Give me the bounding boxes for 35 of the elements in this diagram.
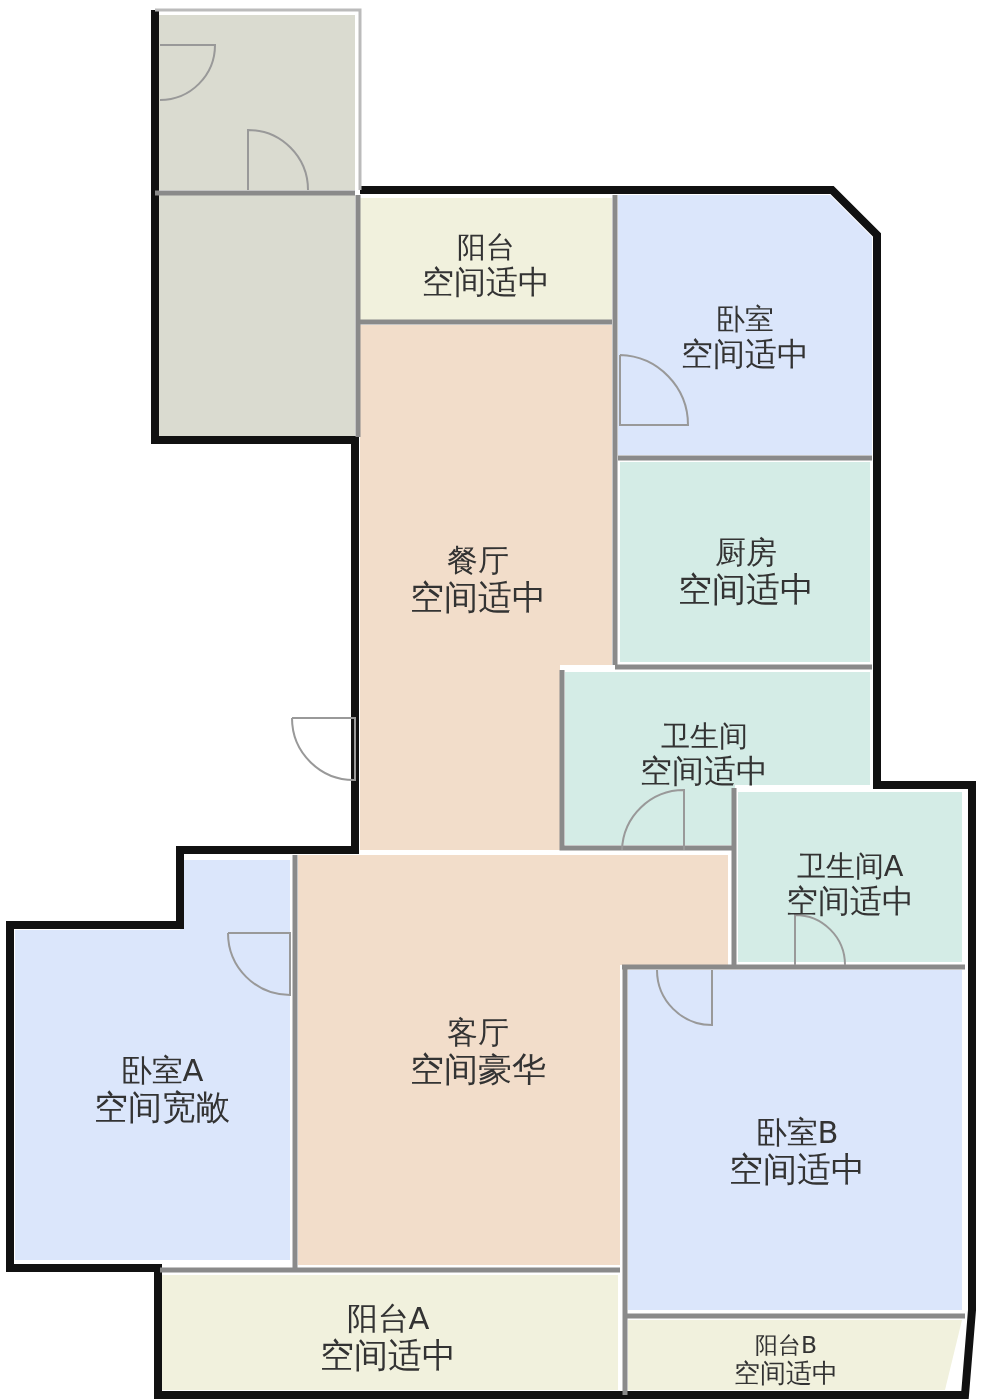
- room-description: 空间适中: [786, 883, 914, 920]
- room-name: 卧室: [715, 303, 775, 337]
- room-description: 空间适中: [422, 264, 550, 301]
- room-name: 卫生间: [659, 720, 749, 754]
- room-description: 空间适中: [678, 570, 814, 610]
- room-description: 空间适中: [640, 753, 768, 790]
- room-name: 卧室B: [754, 1114, 840, 1151]
- room-name: 餐厅: [446, 542, 510, 579]
- room-area: [360, 325, 612, 850]
- room-description: 空间宽敞: [94, 1088, 230, 1128]
- room-area: [158, 195, 355, 437]
- room-name: 阳台: [456, 231, 516, 265]
- room-area: [15, 860, 290, 1260]
- room-area: [162, 1275, 618, 1390]
- room-area: [628, 1320, 962, 1390]
- room-description: 空间适中: [320, 1336, 456, 1376]
- room-description: 空间适中: [729, 1150, 865, 1190]
- room-area: [360, 198, 612, 320]
- room-name: 客厅: [446, 1014, 510, 1051]
- room-description: 空间适中: [734, 1358, 838, 1389]
- room-area: [738, 792, 962, 962]
- room-area: [298, 855, 728, 1265]
- room-description: 空间适中: [681, 336, 809, 373]
- room-area: [565, 672, 870, 845]
- room-name: 卧室A: [119, 1052, 205, 1089]
- room-name: 阳台B: [753, 1331, 818, 1359]
- room-area: [620, 462, 870, 662]
- room-area: [158, 15, 355, 190]
- room-area: [628, 970, 962, 1310]
- room-description: 空间豪华: [410, 1050, 546, 1090]
- room-name: 卫生间A: [795, 850, 905, 884]
- room-area: [618, 195, 872, 455]
- room-description: 空间适中: [410, 578, 546, 618]
- room-name: 阳台A: [345, 1300, 431, 1337]
- room-name: 厨房: [714, 534, 778, 571]
